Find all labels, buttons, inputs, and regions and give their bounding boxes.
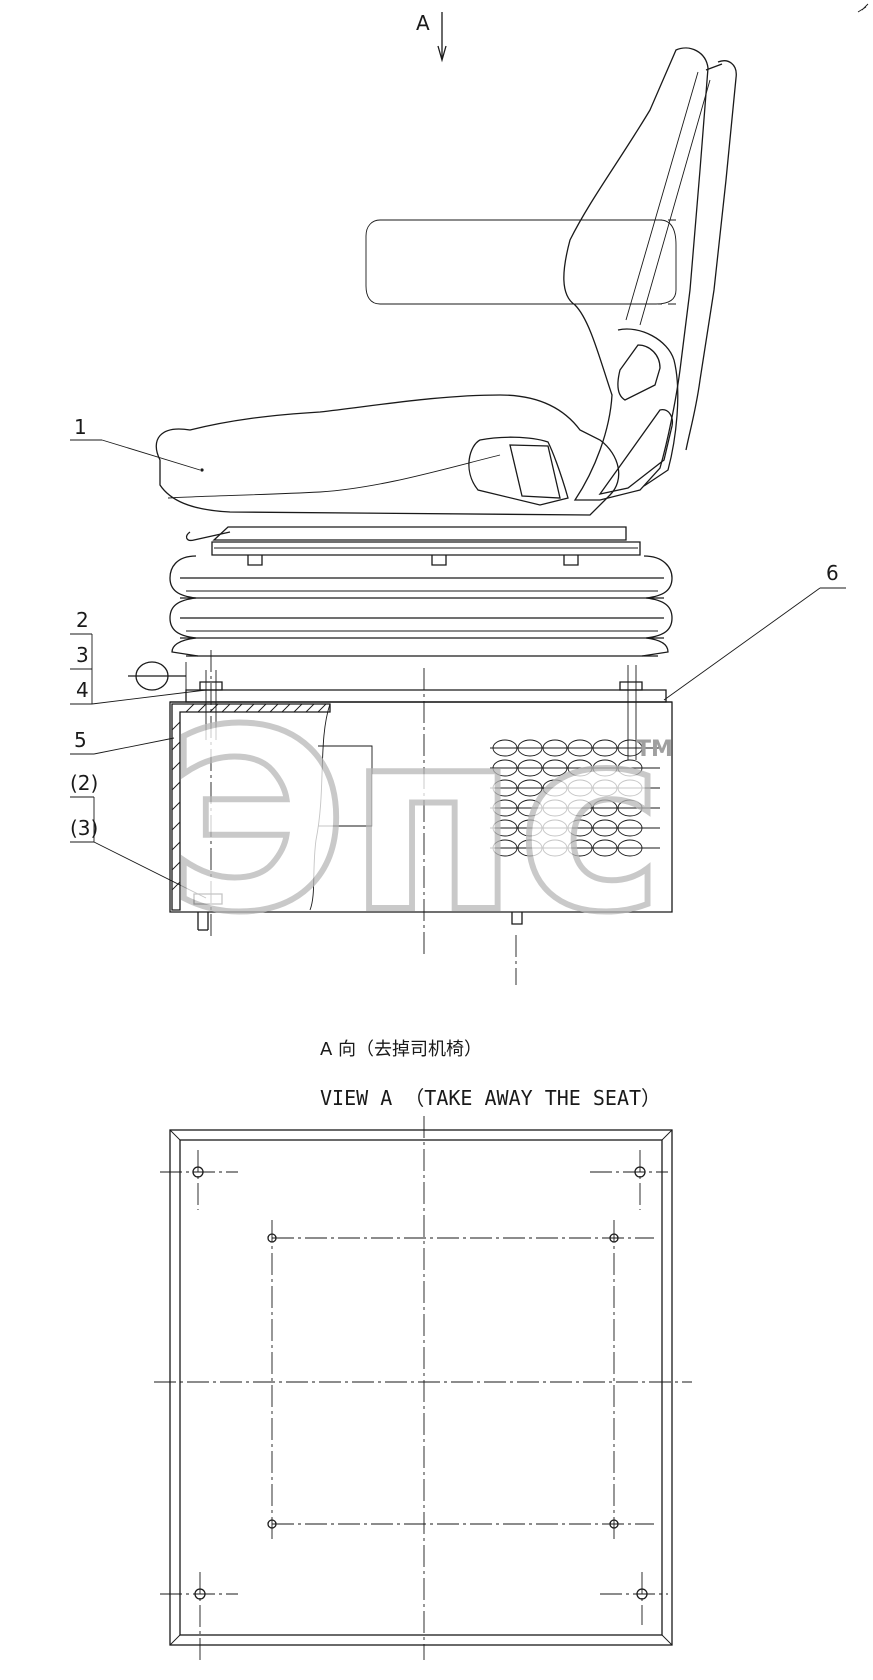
- svg-text:Эпс: Эпс: [168, 676, 664, 967]
- view-arrow-a: A: [416, 11, 447, 63]
- seat-slide-rail: [185, 526, 641, 566]
- view-arrow-label: A: [416, 11, 430, 35]
- part-label-3: 3: [70, 643, 92, 670]
- svg-text:1: 1: [74, 415, 87, 439]
- part-label-4: 4: [70, 634, 207, 705]
- seat-cushion: [155, 394, 620, 516]
- view-a-plate: [154, 1116, 692, 1660]
- svg-text:(2): (2): [70, 771, 98, 795]
- view-caption-cn: A 向（去掉司机椅）: [320, 1039, 482, 1060]
- part-label-6: 6: [663, 561, 846, 701]
- ventilation-grid: [490, 739, 660, 857]
- watermark: Эпс TM: [165, 673, 673, 970]
- view-caption-en: VIEW A （TAKE AWAY THE SEAT）: [320, 1086, 661, 1110]
- svg-text:5: 5: [74, 728, 87, 752]
- part-label-3b: (3): [70, 797, 207, 899]
- part-label-1: 1: [70, 415, 201, 471]
- part-label-2: 2: [70, 608, 92, 635]
- armrest-outline: [365, 219, 677, 305]
- corner-mark: [857, 3, 869, 13]
- svg-text:4: 4: [76, 678, 89, 702]
- adjustment-lever: [128, 661, 187, 694]
- part-label-2b: (2): [70, 771, 98, 798]
- suspension-bellows: [169, 555, 673, 657]
- seat-backrest: [563, 47, 737, 501]
- svg-text:3: 3: [76, 643, 89, 667]
- svg-text:TM: TM: [636, 737, 673, 762]
- svg-text:6: 6: [826, 561, 839, 585]
- svg-text:2: 2: [76, 608, 89, 632]
- part-label-5: 5: [70, 728, 175, 755]
- base-box: [169, 665, 673, 931]
